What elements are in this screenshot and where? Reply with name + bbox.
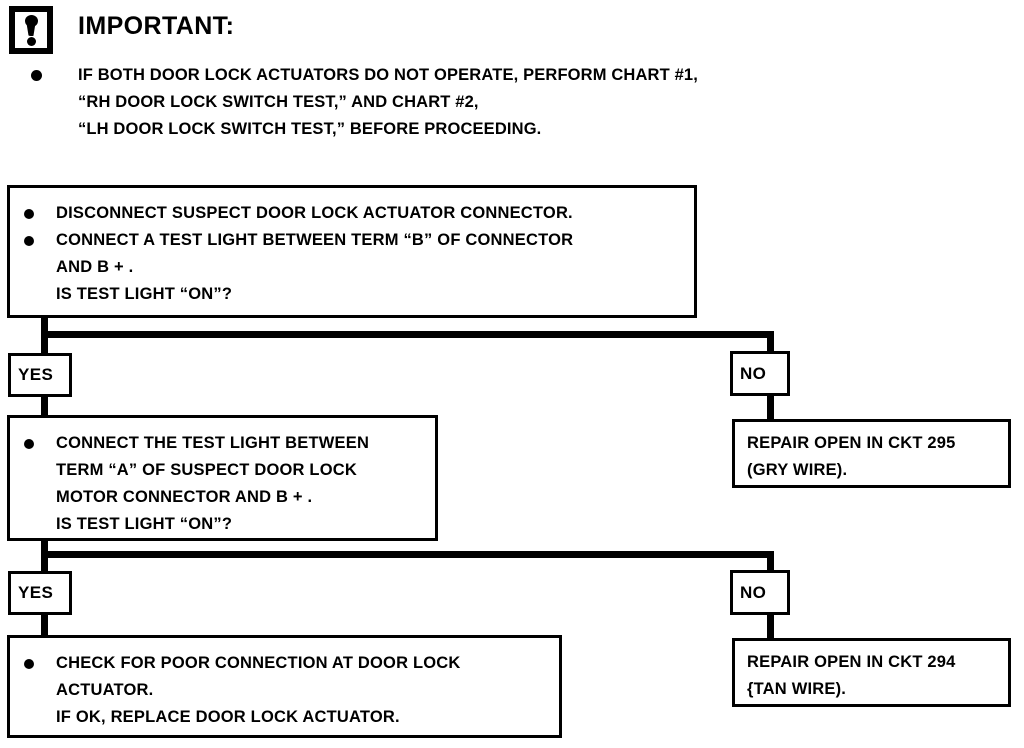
connector-no2-down	[767, 613, 774, 639]
result-1-line-2: (GRY WIRE).	[747, 461, 848, 479]
branch1-no-label: NO	[740, 363, 767, 383]
important-warning-icon	[9, 6, 53, 54]
connector-branch1-bus	[41, 331, 774, 338]
branch2-yes-label: YES	[18, 583, 54, 602]
note-bullet-icon	[31, 70, 42, 81]
note-line-2: “RH DOOR LOCK SWITCH TEST,” AND CHART #2…	[78, 93, 479, 111]
result-1-line-1: REPAIR OPEN IN CKT 295	[747, 434, 956, 452]
branch2-no-box: NO	[730, 570, 790, 615]
result-2-line-1: REPAIR OPEN IN CKT 294	[747, 653, 956, 671]
branch1-yes-label: YES	[18, 365, 54, 384]
connector-yes2-down	[41, 613, 48, 637]
note-line-1: IF BOTH DOOR LOCK ACTUATORS DO NOT OPERA…	[78, 66, 698, 84]
connector-no1-down	[767, 394, 774, 420]
branch2-yes-box: YES	[8, 571, 72, 615]
connector-branch1-right-down	[767, 331, 774, 353]
note-line-3: “LH DOOR LOCK SWITCH TEST,” BEFORE PROCE…	[78, 120, 542, 138]
step-3-line-2: ACTUATOR.	[56, 681, 154, 699]
connector-yes1-down	[41, 395, 48, 417]
step-1-line-1: DISCONNECT SUSPECT DOOR LOCK ACTUATOR CO…	[56, 204, 573, 222]
step-3-line-3: IF OK, REPLACE DOOR LOCK ACTUATOR.	[56, 708, 400, 726]
important-title: IMPORTANT:	[78, 12, 235, 40]
result-2-line-2: {TAN WIRE).	[747, 680, 847, 698]
step-3-line-1: CHECK FOR POOR CONNECTION AT DOOR LOCK	[56, 654, 461, 672]
result-1-box: REPAIR OPEN IN CKT 295 (GRY WIRE).	[732, 419, 1011, 488]
result-2-box: REPAIR OPEN IN CKT 294 {TAN WIRE).	[732, 638, 1011, 707]
step-1-box: DISCONNECT SUSPECT DOOR LOCK ACTUATOR CO…	[7, 185, 697, 318]
step-2-line-4: IS TEST LIGHT “ON”?	[56, 515, 233, 533]
branch1-no-box: NO	[730, 351, 790, 396]
step-1-line-2: CONNECT A TEST LIGHT BETWEEN TERM “B” OF…	[56, 231, 574, 249]
exclamation-stem-shape	[25, 17, 37, 36]
step-2-line-1: CONNECT THE TEST LIGHT BETWEEN	[56, 434, 370, 452]
branch1-yes-box: YES	[8, 353, 72, 397]
step-3-box: CHECK FOR POOR CONNECTION AT DOOR LOCK A…	[7, 635, 562, 738]
step-3-bullet-icon	[24, 659, 34, 669]
step-2-box: CONNECT THE TEST LIGHT BETWEEN TERM “A” …	[7, 415, 438, 541]
important-note-text: IF BOTH DOOR LOCK ACTUATORS DO NOT OPERA…	[78, 62, 978, 143]
step-2-bullet-icon	[24, 439, 34, 449]
step-1-line-4: IS TEST LIGHT “ON”?	[56, 285, 233, 303]
branch2-no-label: NO	[740, 582, 767, 602]
step-2-line-3: MOTOR CONNECTOR AND B + .	[56, 488, 313, 506]
step-1-line-3: AND B + .	[56, 258, 134, 276]
exclamation-dot-shape	[26, 37, 36, 46]
connector-branch2-bus	[41, 551, 774, 558]
step-1-bullet-1-icon	[24, 209, 34, 219]
connector-branch2-right-down	[767, 551, 774, 573]
step-2-line-2: TERM “A” OF SUSPECT DOOR LOCK	[56, 461, 357, 479]
step-1-bullet-2-icon	[24, 236, 34, 246]
